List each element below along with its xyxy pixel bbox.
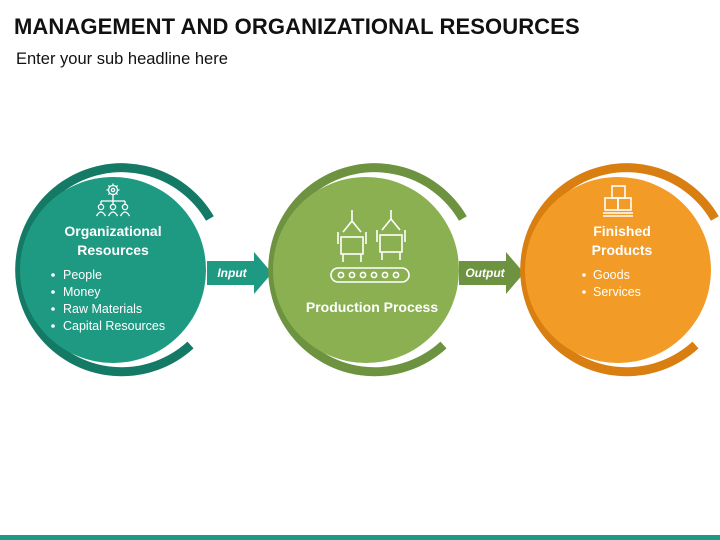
- stacked-boxes-icon: [603, 185, 633, 217]
- stage-1-title-line-2: Resources: [77, 242, 149, 258]
- bullet-dot: [51, 273, 55, 277]
- bullet-dot: [51, 307, 55, 311]
- robotic-arms-conveyor-icon: [330, 210, 410, 283]
- bullet-dot: [51, 290, 55, 294]
- stage-1-bullet: Raw Materials: [63, 302, 142, 316]
- stage-1-bullet: People: [63, 268, 102, 282]
- input-arrow: Input: [207, 252, 272, 294]
- stage-finished-products: Finished Products Goods Services: [520, 163, 719, 377]
- stage-organizational-resources: Organizational Resources People Money Ra…: [15, 163, 214, 377]
- stage-2-outer-ring: [268, 163, 467, 377]
- stage-3-bullet-list: Goods Services: [582, 268, 641, 299]
- stage-1-title-line-1: Organizational: [64, 223, 161, 239]
- stage-2-title: Production Process: [306, 299, 438, 315]
- page-title: MANAGEMENT AND ORGANIZATIONAL RESOURCES: [14, 14, 580, 39]
- bullet-dot: [582, 273, 586, 277]
- stage-1-circle: [20, 177, 206, 363]
- output-arrow-label: Output: [465, 266, 505, 280]
- stage-3-circle: [525, 177, 711, 363]
- stage-1-outer-ring: [15, 163, 214, 377]
- page-subtitle: Enter your sub headline here: [16, 50, 228, 68]
- stage-production-process: Production Process: [268, 163, 467, 377]
- stage-3-outer-ring: [520, 163, 719, 377]
- input-arrow-label: Input: [217, 266, 247, 280]
- bullet-dot: [582, 290, 586, 294]
- stage-3-title-line-2: Products: [592, 242, 653, 258]
- stage-3-title-line-1: Finished: [593, 223, 651, 239]
- stage-2-circle: [273, 177, 459, 363]
- output-arrow: Output: [459, 252, 524, 294]
- bullet-dot: [51, 324, 55, 328]
- organization-people-gear-icon: [95, 183, 131, 217]
- stage-3-bullet: Services: [593, 285, 641, 299]
- stage-1-bullet-list: People Money Raw Materials Capital Resou…: [51, 268, 165, 333]
- bottom-accent-bar: [0, 535, 720, 540]
- stage-3-bullet: Goods: [593, 268, 630, 282]
- stage-1-bullet: Capital Resources: [63, 319, 165, 333]
- stage-1-bullet: Money: [63, 285, 101, 299]
